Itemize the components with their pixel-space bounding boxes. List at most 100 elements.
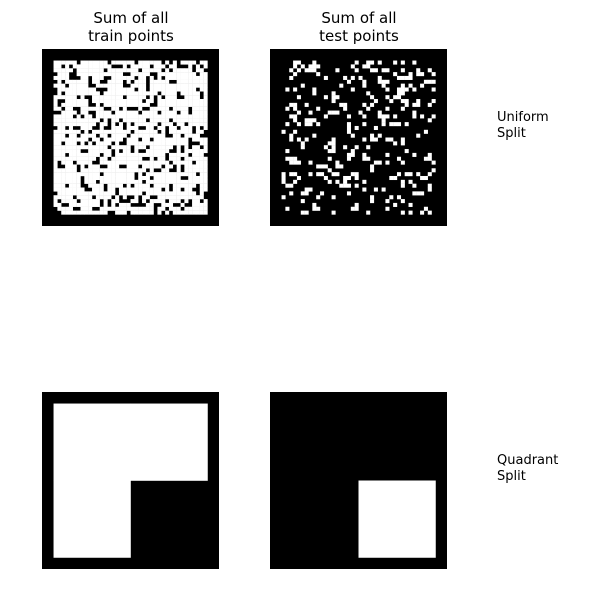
heatmap-cell xyxy=(65,137,70,142)
heatmap-cell xyxy=(118,122,124,127)
heatmap-cell xyxy=(95,68,100,73)
heatmap-cell xyxy=(316,72,321,77)
heatmap-cell xyxy=(92,72,97,77)
heatmap-cell xyxy=(203,183,208,188)
heatmap-cell xyxy=(145,164,150,169)
heatmap-cell xyxy=(331,95,336,100)
heatmap-cell xyxy=(400,137,405,142)
heatmap-cell xyxy=(57,172,62,177)
heatmap-cell xyxy=(393,60,398,65)
heatmap-cell xyxy=(84,75,89,80)
heatmap-cell xyxy=(130,83,135,88)
heatmap-cell xyxy=(111,72,116,77)
heatmap-cell xyxy=(400,99,405,104)
heatmap-cell xyxy=(80,137,85,142)
heatmap-cell xyxy=(80,206,85,211)
heatmap-cell xyxy=(145,64,150,69)
heatmap-cell xyxy=(296,110,301,115)
heatmap-cell xyxy=(293,118,298,123)
heatmap-cell xyxy=(107,129,112,134)
heatmap-cell xyxy=(138,122,143,127)
heatmap-cell xyxy=(289,191,294,196)
heatmap-cell xyxy=(192,149,197,154)
heatmap-cell xyxy=(76,79,81,84)
heatmap-cell xyxy=(195,179,200,184)
heatmap-cell xyxy=(107,206,112,211)
heatmap-cell xyxy=(72,79,77,84)
heatmap-cell xyxy=(61,95,66,100)
heatmap-cell xyxy=(293,156,298,161)
heatmap-cell xyxy=(404,75,409,80)
heatmap-cell xyxy=(95,210,100,215)
heatmap-cell xyxy=(331,91,336,96)
heatmap-cell xyxy=(80,133,85,138)
heatmap-cell xyxy=(88,179,93,184)
heatmap-cell xyxy=(61,118,66,123)
heatmap-cell xyxy=(293,172,298,177)
heatmap-cell xyxy=(130,164,135,169)
heatmap-cell xyxy=(176,191,181,196)
heatmap-cell xyxy=(134,99,139,104)
heatmap-cell xyxy=(111,137,116,142)
heatmap-cell xyxy=(99,187,104,192)
heatmap-cell xyxy=(385,68,390,73)
heatmap-cell xyxy=(138,191,143,196)
heatmap-cell xyxy=(188,95,193,100)
heatmap-cell xyxy=(195,210,200,215)
heatmap-cell xyxy=(199,87,204,92)
heatmap-cell xyxy=(126,141,131,146)
heatmap-cell xyxy=(289,114,294,119)
heatmap-cell xyxy=(176,129,181,134)
heatmap-cell xyxy=(92,133,97,138)
heatmap-cell xyxy=(180,79,185,84)
heatmap-cell xyxy=(157,210,162,215)
heatmap-cell xyxy=(72,187,77,192)
heatmap-cell xyxy=(157,195,162,200)
heatmap-cell xyxy=(172,137,177,142)
heatmap-cell xyxy=(88,145,93,150)
heatmap-cell xyxy=(316,106,321,111)
heatmap-cell xyxy=(176,206,181,211)
heatmap-cell xyxy=(184,79,189,84)
heatmap-cell xyxy=(103,149,108,154)
heatmap-cell xyxy=(99,72,104,77)
heatmap-cell xyxy=(122,87,127,92)
heatmap-cell xyxy=(192,191,197,196)
heatmap-cell xyxy=(385,199,390,204)
heatmap-cell xyxy=(176,79,181,84)
heatmap-cell xyxy=(199,191,204,196)
heatmap-cell xyxy=(115,183,120,188)
heatmap-cell xyxy=(400,68,405,73)
heatmap-cell xyxy=(203,149,208,154)
heatmap-cell xyxy=(88,195,93,200)
heatmap-cell xyxy=(350,133,355,138)
panel-uniform-test xyxy=(270,49,447,226)
heatmap-cell xyxy=(157,125,162,131)
heatmap-cell xyxy=(312,91,317,96)
heatmap-cell xyxy=(172,195,177,200)
heatmap-cell xyxy=(68,191,73,196)
heatmap-cell xyxy=(145,60,150,65)
heatmap-cells xyxy=(53,403,208,558)
heatmap-cell xyxy=(107,175,112,181)
heatmap-cell xyxy=(385,95,390,100)
heatmap-cell xyxy=(289,137,294,142)
heatmap-cell xyxy=(366,210,371,215)
heatmap-cell xyxy=(289,133,294,138)
heatmap-cell xyxy=(172,133,177,138)
heatmap-cell xyxy=(157,133,162,138)
heatmap-cell xyxy=(68,179,73,184)
heatmap-cell xyxy=(393,114,398,119)
heatmap-cell xyxy=(331,195,336,200)
heatmap-cell xyxy=(53,149,58,154)
heatmap-cell xyxy=(122,110,127,115)
heatmap-cell xyxy=(180,179,185,184)
heatmap-cell xyxy=(103,202,108,207)
heatmap-cell xyxy=(134,129,139,134)
heatmap-cell xyxy=(153,160,158,165)
heatmap-cell xyxy=(53,64,58,69)
heatmap-cell xyxy=(161,160,166,165)
heatmap-cell xyxy=(122,160,127,165)
heatmap-cell xyxy=(57,106,62,111)
heatmap-cell xyxy=(161,102,166,107)
